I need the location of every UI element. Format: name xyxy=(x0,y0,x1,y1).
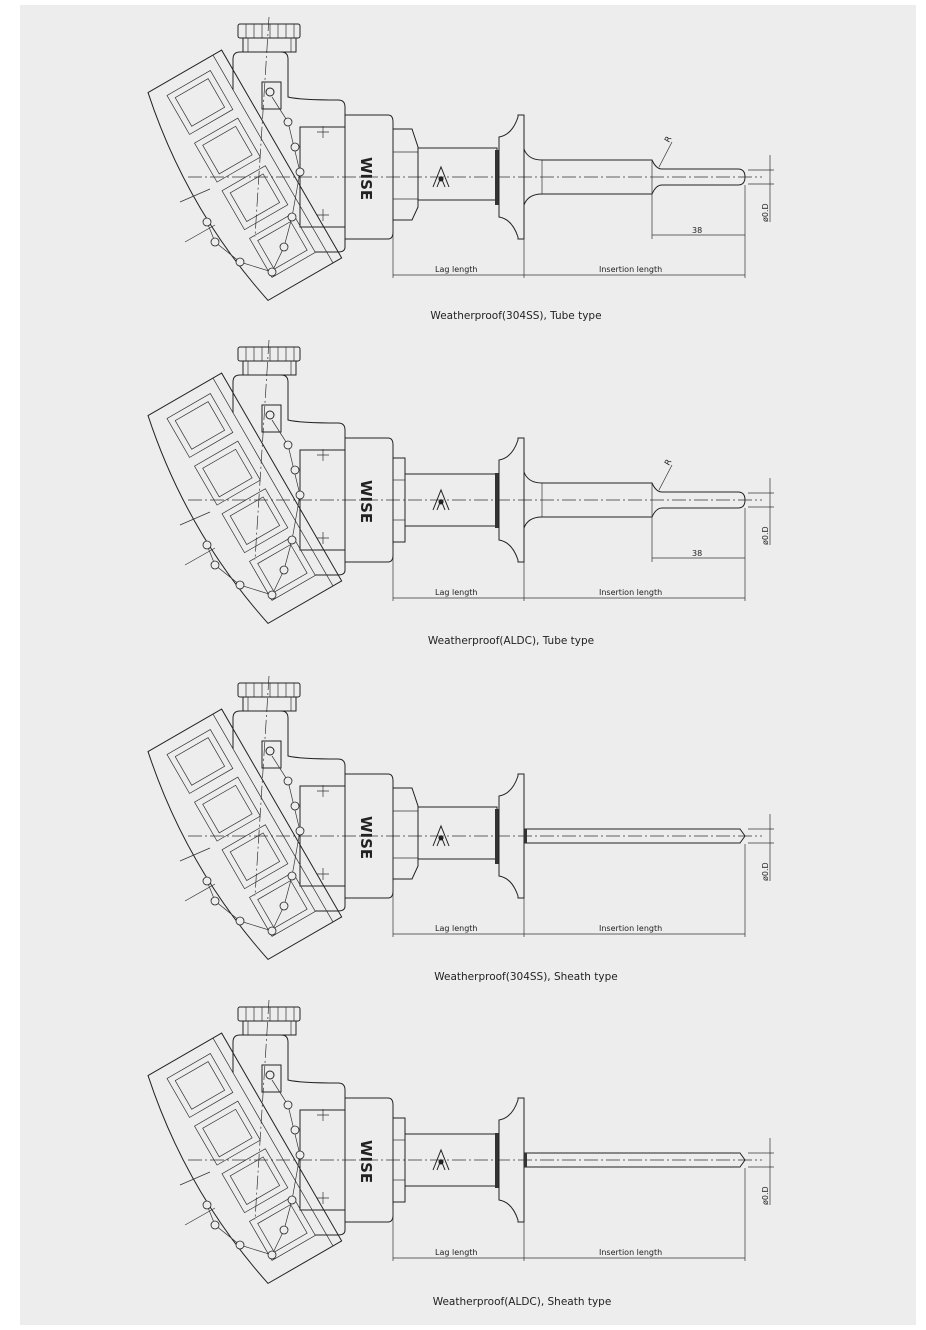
caption-304ss-tube: Weatherproof(304SS), Tube type xyxy=(430,310,602,322)
insertion-length-dimension: Insertion length xyxy=(524,844,746,937)
certification-mark xyxy=(432,1148,450,1171)
terminal-box xyxy=(299,449,346,551)
svg-text:Insertion length: Insertion length xyxy=(599,924,662,933)
hex-nut xyxy=(392,128,419,221)
thermowell-tube xyxy=(523,148,746,206)
svg-text:ø0.D: ø0.D xyxy=(761,203,770,222)
lag-length-dimension: Lag length xyxy=(392,222,525,278)
bolt-lug xyxy=(261,740,282,769)
gasket-ring xyxy=(495,1133,499,1188)
certification-mark xyxy=(432,488,450,511)
radius-leader xyxy=(658,141,673,168)
caption-aldc-sheath: Weatherproof(ALDC), Sheath type xyxy=(432,1296,612,1308)
vertical-centerline xyxy=(254,16,270,238)
lag-tube xyxy=(417,147,498,201)
terminal-box xyxy=(299,785,346,887)
wire-seal-chain xyxy=(179,96,305,277)
gasket-ring xyxy=(495,150,499,205)
crosshair-mark xyxy=(317,785,329,880)
crosshair-mark xyxy=(317,1109,329,1204)
lag-length-dimension: Lag length xyxy=(392,545,525,601)
brand-logo: WISE xyxy=(357,480,375,523)
od-dimension: ø0.D xyxy=(748,478,774,545)
radius-label: R xyxy=(663,457,674,467)
bolt-lug xyxy=(261,404,282,433)
hex-nut xyxy=(392,787,419,880)
lag-length-dimension: Lag length xyxy=(392,1205,525,1261)
svg-text:ø0.D: ø0.D xyxy=(761,526,770,545)
drawing-sheet xyxy=(20,5,916,1325)
certification-mark xyxy=(432,165,450,188)
vent-knob xyxy=(237,682,301,712)
od-dimension: ø0.D xyxy=(748,155,774,222)
vent-knob xyxy=(237,1006,301,1036)
od-dimension: ø0.D xyxy=(748,1138,774,1205)
drawing-4: WISE ø0.D Lag length Insertion length xyxy=(147,999,774,1285)
od-dimension: ø0.D xyxy=(748,814,774,881)
svg-text:Lag length: Lag length xyxy=(435,588,477,597)
vertical-centerline xyxy=(254,339,270,561)
svg-text:38: 38 xyxy=(692,549,702,558)
brand-logo: WISE xyxy=(357,816,375,859)
vertical-centerline xyxy=(254,999,270,1221)
drawing-3: WISE ø0.D Lag length Insertion length xyxy=(147,675,774,961)
lag-length-dimension: Lag length xyxy=(392,881,525,937)
head-body xyxy=(232,51,346,253)
terminal-box xyxy=(299,1109,346,1211)
svg-text:ø0.D: ø0.D xyxy=(761,862,770,881)
brand-logo: WISE xyxy=(357,1140,375,1183)
caption-aldc-tube: Weatherproof(ALDC), Tube type xyxy=(427,635,595,647)
brand-logo: WISE xyxy=(357,157,375,200)
head-body xyxy=(232,374,346,576)
radius-leader xyxy=(658,464,673,491)
vent-knob xyxy=(237,23,301,53)
tip-length-dimension: 38 xyxy=(651,517,745,562)
vent-knob xyxy=(237,346,301,376)
svg-text:Insertion length: Insertion length xyxy=(599,588,662,597)
wire-seal-chain xyxy=(179,755,305,936)
radius-label: R xyxy=(663,134,674,144)
svg-text:Lag length: Lag length xyxy=(435,265,477,274)
wire-seal-chain xyxy=(179,419,305,600)
tip-length-dimension: 38 xyxy=(651,194,745,239)
crosshair-mark xyxy=(317,449,329,544)
display-cover xyxy=(147,49,343,302)
bolt-lug xyxy=(261,81,282,110)
svg-text:Lag length: Lag length xyxy=(435,924,477,933)
svg-text:38: 38 xyxy=(692,226,702,235)
head-body xyxy=(232,710,346,912)
insertion-length-dimension: Insertion length xyxy=(524,185,746,278)
svg-text:Insertion length: Insertion length xyxy=(599,1248,662,1257)
insertion-length-dimension: Insertion length xyxy=(524,1168,746,1261)
gasket-ring xyxy=(495,809,499,864)
svg-text:ø0.D: ø0.D xyxy=(761,1186,770,1205)
display-cover xyxy=(147,372,343,625)
gasket-ring xyxy=(495,473,499,528)
crosshair-mark xyxy=(317,126,329,221)
insertion-length-dimension: Insertion length xyxy=(524,508,746,601)
head-body xyxy=(232,1034,346,1236)
terminal-box xyxy=(299,126,346,228)
svg-text:Lag length: Lag length xyxy=(435,1248,477,1257)
drawing-2: WISE R 38 ø0.D Lag length Insertion length xyxy=(147,339,774,625)
display-cover xyxy=(147,1032,343,1285)
wire-seal-chain xyxy=(179,1079,305,1260)
svg-text:Insertion length: Insertion length xyxy=(599,265,662,274)
caption-304ss-sheath: Weatherproof(304SS), Sheath type xyxy=(434,971,618,983)
drawing-1: WISE R 38 ø0.D Lag length Insertion length xyxy=(147,16,774,302)
thermowell-tube xyxy=(523,471,746,529)
lag-tube xyxy=(417,806,498,860)
vertical-centerline xyxy=(254,675,270,897)
display-cover xyxy=(147,708,343,961)
bolt-lug xyxy=(261,1064,282,1093)
certification-mark xyxy=(432,824,450,847)
